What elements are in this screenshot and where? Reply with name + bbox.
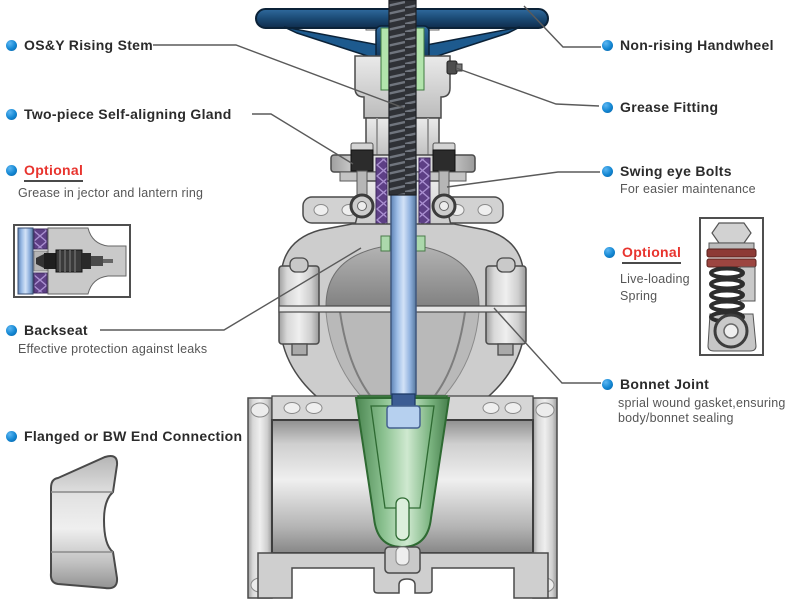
bullet-icon [6,165,17,176]
leader-backseat [100,247,362,331]
inset-grease-injector [13,224,131,298]
label-text: Optional [622,244,682,264]
eye-bolt-left [349,142,375,219]
label-bonnet-joint-sub1: sprial wound gasket,ensuring [618,396,786,410]
stem-wedge-connector [391,393,416,408]
label-optional-right-sub2: Spring [620,289,658,303]
inset-packing [33,272,48,294]
stem-packing [375,157,388,225]
bullet-icon [602,40,613,51]
label-optional-right: Optional [604,244,682,264]
leader-bonnet-joint [493,307,601,384]
bullet-icon [6,109,17,120]
label-backseat-sub: Effective protection against leaks [18,342,208,356]
bullet-icon [602,102,613,113]
leader-gland [252,113,354,165]
label-text: Bonnet Joint [620,376,710,392]
label-flanged-bw-end: Flanged or BW End Connection [6,428,242,445]
hex-nut [711,222,752,244]
label-two-piece-gland: Two-piece Self-aligning Gland [6,106,232,123]
inset-stem [17,227,34,295]
belleville-washer [706,258,757,268]
body-bottom [257,552,549,599]
bullet-icon [602,379,613,390]
label-osy-rising-stem: OS&Y Rising Stem [6,37,153,54]
grease-injector [36,249,113,273]
label-optional-left-sub: Grease in jector and lantern ring [18,186,204,200]
backseat-seal [415,235,426,252]
bullet-icon [604,247,615,258]
bullet-icon [602,166,613,177]
label-grease-fitting: Grease Fitting [602,99,718,116]
leader-grease-fitting [455,67,600,107]
bw-end-connection-shape [49,455,119,590]
label-text: Non-rising Handwheel [620,37,774,53]
label-text: Flanged or BW End Connection [24,428,243,444]
label-backseat: Backseat [6,322,88,339]
backseat-seal [380,235,391,252]
label-bonnet-joint: Bonnet Joint [602,376,709,393]
inset-live-loading-spring [699,217,764,356]
leader-os-y [153,44,405,109]
leader-handwheel [523,5,601,48]
belleville-washer [706,248,757,258]
label-swing-eye-bolts: Swing eye Bolts [602,163,732,180]
label-text: Optional [24,162,84,182]
eye-bolt-right [431,142,457,219]
label-text: OS&Y Rising Stem [24,37,154,53]
leader-swing-bolts [446,171,600,188]
label-bonnet-joint-sub2: body/bonnet sealing [618,411,734,425]
stem-packing [418,157,431,225]
label-optional-right-sub1: Live-loading [620,272,690,286]
label-swing-eye-bolts-sub: For easier maintenance [620,182,756,196]
bonnet-flange-right [485,265,527,345]
leader-lines [100,5,601,384]
stem-smooth [390,159,417,419]
stem-threaded [388,0,417,196]
label-text: Grease Fitting [620,99,719,115]
label-text: Backseat [24,322,88,338]
wedge-gate [354,393,451,574]
label-text: Two-piece Self-aligning Gland [24,106,232,122]
label-non-rising-handwheel: Non-rising Handwheel [602,37,774,54]
stem-nut [386,405,421,429]
label-optional-left: Optional [6,162,84,182]
inset-packing [33,228,48,250]
bullet-icon [6,40,17,51]
bullet-icon [6,325,17,336]
bullet-icon [6,431,17,442]
label-text: Swing eye Bolts [620,163,732,179]
bonnet-flange-left [278,265,320,345]
grease-fitting-part [446,60,463,75]
